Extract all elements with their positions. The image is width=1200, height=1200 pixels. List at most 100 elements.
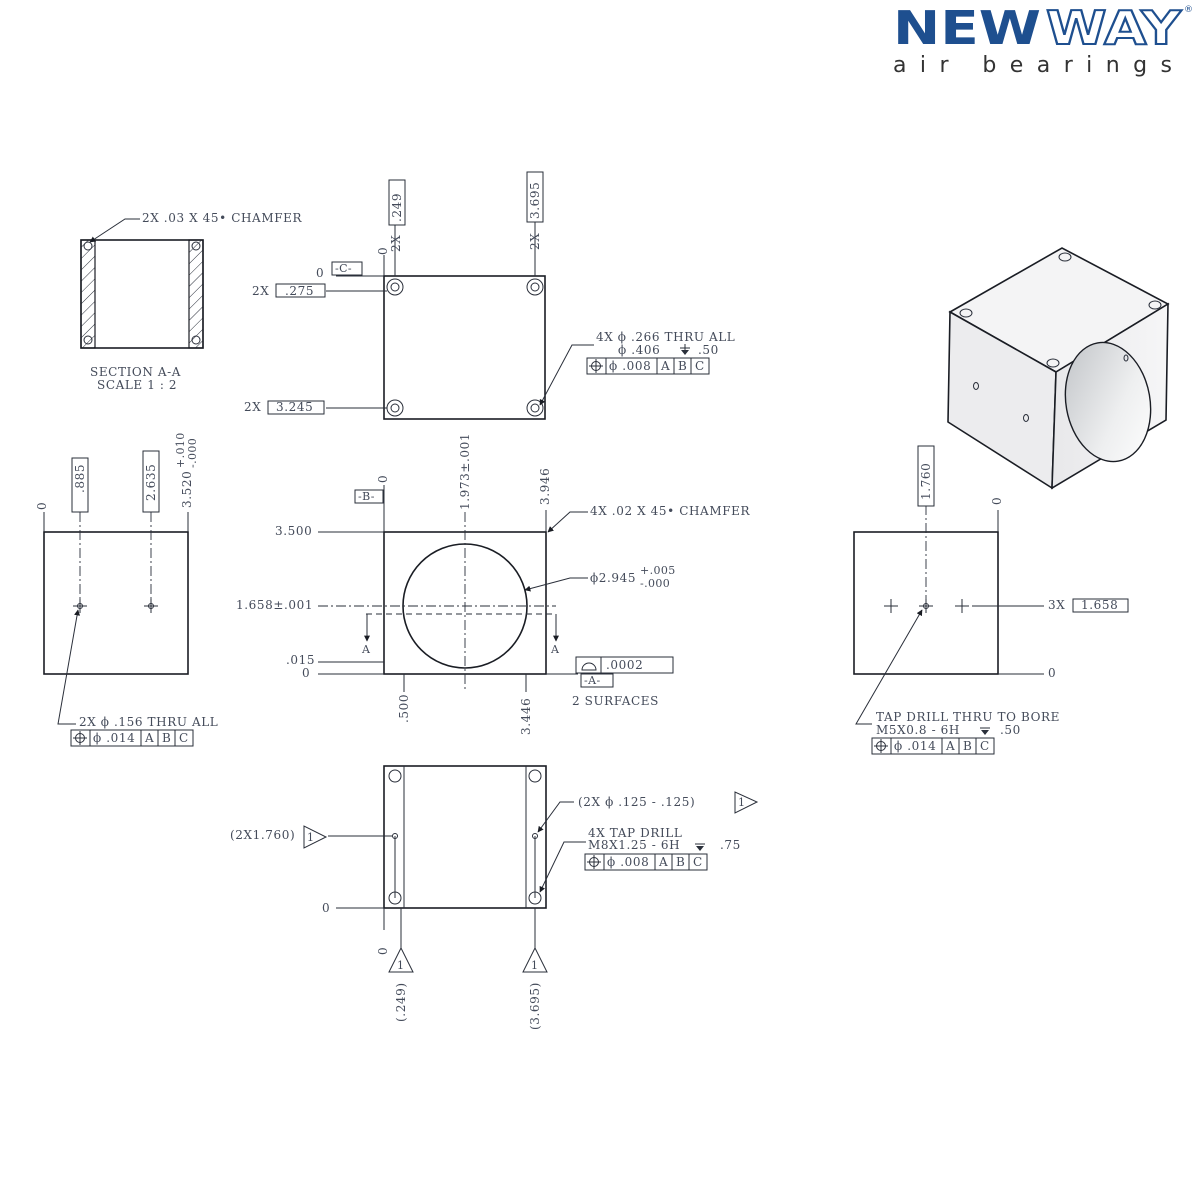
right-tap-note-2: M5X0.8 - 6H	[876, 723, 960, 737]
top-2x-b: 2X	[528, 233, 542, 250]
front-zero-left: 0	[302, 666, 310, 680]
right-dim-1760: 1.760	[919, 463, 933, 500]
front-dim-500: .500	[397, 694, 411, 723]
top-hole-depth: .50	[698, 343, 719, 357]
top-zero-x: 0	[376, 247, 390, 255]
front-dim-3446: 3.446	[519, 698, 533, 735]
bottom-view: (2X1.760) 1 (2X ϕ .125 - .125) 1 4X TAP …	[230, 765, 759, 1030]
left-hole-note: 2X ϕ .156 THRU ALL	[79, 715, 218, 729]
front-chamfer-note: 4X .02 X 45• CHAMFER	[590, 504, 750, 518]
bottom-flag-b: 1	[531, 959, 538, 972]
front-datum-b: -B-	[358, 490, 375, 503]
left-dim-885: .885	[73, 464, 87, 493]
bottom-flag-left: 1	[307, 831, 314, 844]
front-flatness-tol: .0002	[606, 658, 643, 672]
flatness-symbol-icon	[581, 662, 597, 671]
logo-registered: ®	[1184, 5, 1193, 15]
section-chamfer-note: 2X .03 X 45• CHAMFER	[142, 211, 302, 225]
datum-flag-icon	[331, 261, 363, 276]
front-dim-1973: 1.973±.001	[458, 433, 472, 510]
front-surfaces: 2 SURFACES	[572, 694, 659, 708]
front-dim-3946: 3.946	[538, 468, 552, 505]
left-tol-minus: -.000	[186, 438, 199, 468]
front-view: A A -B- 0 1.973±.001 3.946 4X .02 X 45• …	[236, 433, 750, 735]
bottom-fcf-a: A	[658, 855, 668, 869]
right-dim-1658: 1.658	[1081, 598, 1118, 612]
top-2x-y-a: 2X	[252, 284, 269, 298]
front-bore-dia: ϕ2.945	[590, 571, 636, 585]
right-view: 1.760 0 3X 1.658 0 TAP DRILL THRU TO BOR…	[853, 445, 1129, 755]
bottom-zero-bottom: 0	[376, 947, 390, 955]
left-tol-plus: +.010	[174, 432, 187, 468]
right-zero-top: 0	[990, 497, 1004, 505]
top-datum-c: -C-	[335, 262, 352, 275]
depth-symbol-icon	[680, 344, 690, 355]
right-tap-note-1: TAP DRILL THRU TO BORE	[876, 710, 1060, 724]
bottom-tap-note-2: M8X1.25 - 6H	[588, 838, 680, 852]
bottom-flag-a: 1	[397, 959, 404, 972]
section-view: 2X .03 X 45• CHAMFER SECTION A-A SCALE 1…	[80, 211, 302, 392]
section-scale: SCALE 1 : 2	[97, 378, 177, 392]
bottom-fcf: ϕ .008 A B C	[584, 853, 708, 871]
bottom-pin-note: (2X ϕ .125 - .125)	[578, 795, 695, 809]
top-dim-3245: 3.245	[276, 400, 313, 414]
bottom-flag-right: 1	[738, 796, 745, 809]
bottom-dim-2x1760: (2X1.760)	[230, 828, 295, 842]
front-section-a-right: A	[550, 643, 560, 656]
top-hole-note-1: 4X ϕ .266 THRU ALL	[596, 330, 735, 344]
right-tap-depth: .50	[1000, 723, 1021, 737]
front-bore-minus: -.000	[640, 577, 670, 590]
bottom-tap-depth: .75	[720, 838, 741, 852]
top-dim-275: .275	[285, 284, 314, 298]
left-fcf-b: B	[162, 731, 171, 745]
brand-logo: NEW WAY ® air bearings	[893, 0, 1193, 78]
left-fcf-a: A	[144, 731, 154, 745]
right-fcf-b: B	[963, 739, 972, 753]
right-zero-right: 0	[1048, 666, 1056, 680]
right-fcf: ϕ .014 A B C	[871, 737, 995, 755]
section-title: SECTION A-A	[90, 365, 181, 379]
bottom-fcf-tol: ϕ .008	[607, 855, 649, 869]
bottom-tap-note-1: 4X TAP DRILL	[588, 826, 682, 840]
left-fcf-tol: ϕ .014	[93, 731, 135, 745]
top-dim-249: .249	[390, 193, 404, 222]
top-fcf-b: B	[678, 359, 687, 373]
left-dim-2635: 2.635	[144, 464, 158, 501]
left-fcf: ϕ .014 A B C	[70, 729, 194, 747]
front-section-a-left: A	[361, 643, 371, 656]
top-2x-a: 2X	[389, 235, 403, 252]
bottom-dim-249: (.249)	[394, 982, 408, 1022]
top-fcf-tol: ϕ .008	[609, 359, 651, 373]
front-dim-015: .015	[286, 653, 315, 667]
top-view: .249 3.695 0 2X 2X 0 -C- 2X .275 2X 3.24…	[244, 171, 735, 420]
front-flatness-fcf: .0002	[575, 656, 674, 674]
left-dim-3520: 3.520	[180, 471, 194, 508]
top-fcf: ϕ .008 A B C	[586, 357, 710, 375]
right-fcf-tol: ϕ .014	[894, 739, 936, 753]
position-symbol-icon	[589, 359, 603, 373]
top-fcf-c: C	[695, 359, 705, 373]
left-view: 0 .885 2.635 3.520 +.010 -.000 2X ϕ .156…	[35, 432, 218, 747]
hole-icon	[83, 241, 93, 251]
top-2x-y-b: 2X	[244, 400, 261, 414]
front-bore-plus: +.005	[640, 564, 676, 577]
bottom-fcf-c: C	[693, 855, 703, 869]
bottom-dim-3695: (3.695)	[528, 982, 542, 1030]
front-dim-1658: 1.658±.001	[236, 598, 313, 612]
bottom-zero-left: 0	[322, 901, 330, 915]
front-dim-3500: 3.500	[275, 524, 312, 538]
top-fcf-a: A	[660, 359, 670, 373]
left-zero: 0	[35, 502, 49, 510]
right-dim-1658-prefix: 3X	[1048, 598, 1065, 612]
logo-brand-a: NEW	[893, 1, 1041, 55]
left-fcf-c: C	[179, 731, 189, 745]
right-fcf-a: A	[945, 739, 955, 753]
logo-brand-b: WAY	[1046, 1, 1182, 55]
front-datum-a: -A-	[584, 674, 601, 687]
top-hole-note-2: ϕ .406	[618, 343, 660, 357]
logo-tagline: air bearings	[893, 53, 1183, 78]
right-fcf-c: C	[980, 739, 990, 753]
top-dim-3695: 3.695	[528, 182, 542, 219]
top-zero-y: 0	[316, 266, 324, 280]
